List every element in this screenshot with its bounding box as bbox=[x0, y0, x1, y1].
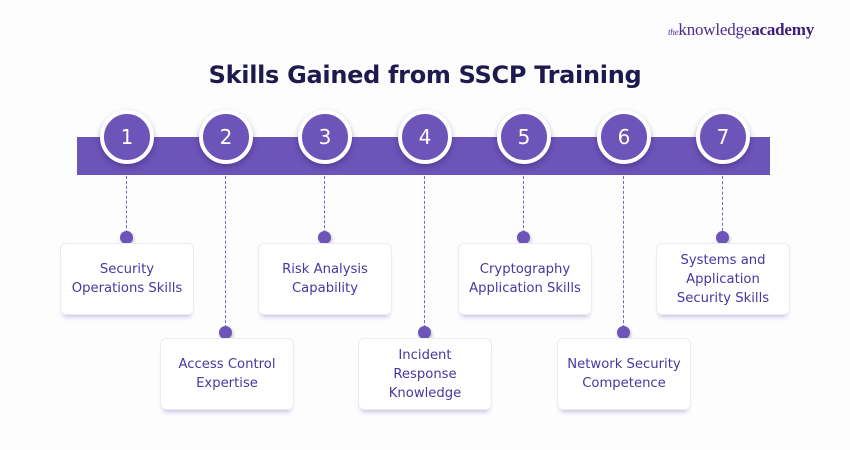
connector-dot-6 bbox=[617, 326, 630, 339]
step-number-3: 3 bbox=[298, 110, 352, 164]
connector-dot-2 bbox=[219, 326, 232, 339]
connector-line-7 bbox=[722, 176, 723, 231]
connector-dot-7 bbox=[716, 231, 729, 244]
step-card-1: Security Operations Skills bbox=[60, 243, 194, 315]
step-number-1: 1 bbox=[100, 110, 154, 164]
step-number-5: 5 bbox=[497, 110, 551, 164]
connector-line-5 bbox=[523, 176, 524, 238]
connector-line-3 bbox=[324, 176, 325, 238]
brand-logo: theknowledgeacademy bbox=[668, 20, 814, 40]
connector-dot-4 bbox=[418, 326, 431, 339]
step-card-5: Cryptography Application Skills bbox=[458, 243, 592, 315]
connector-dot-5 bbox=[517, 231, 530, 244]
step-number-6: 6 bbox=[597, 110, 651, 164]
step-card-7: Systems and Application Security Skills bbox=[656, 243, 790, 315]
connector-line-4 bbox=[424, 176, 425, 333]
logo-main: knowledge bbox=[678, 20, 752, 39]
step-card-3: Risk Analysis Capability bbox=[258, 243, 392, 315]
connector-dot-1 bbox=[120, 231, 133, 244]
step-card-2: Access Control Expertise bbox=[160, 338, 294, 410]
logo-prefix: the bbox=[668, 27, 679, 37]
step-card-4: Incident Response Knowledge bbox=[358, 338, 492, 410]
connector-line-6 bbox=[623, 176, 624, 333]
page-title: Skills Gained from SSCP Training bbox=[208, 61, 642, 89]
connector-line-2 bbox=[225, 176, 226, 333]
logo-accent: academy bbox=[751, 20, 815, 39]
connector-line-1 bbox=[126, 176, 127, 238]
connector-dot-3 bbox=[318, 231, 331, 244]
step-card-6: Network Security Competence bbox=[557, 338, 691, 410]
step-number-2: 2 bbox=[199, 110, 253, 164]
step-number-4: 4 bbox=[398, 110, 452, 164]
step-number-7: 7 bbox=[696, 110, 750, 164]
